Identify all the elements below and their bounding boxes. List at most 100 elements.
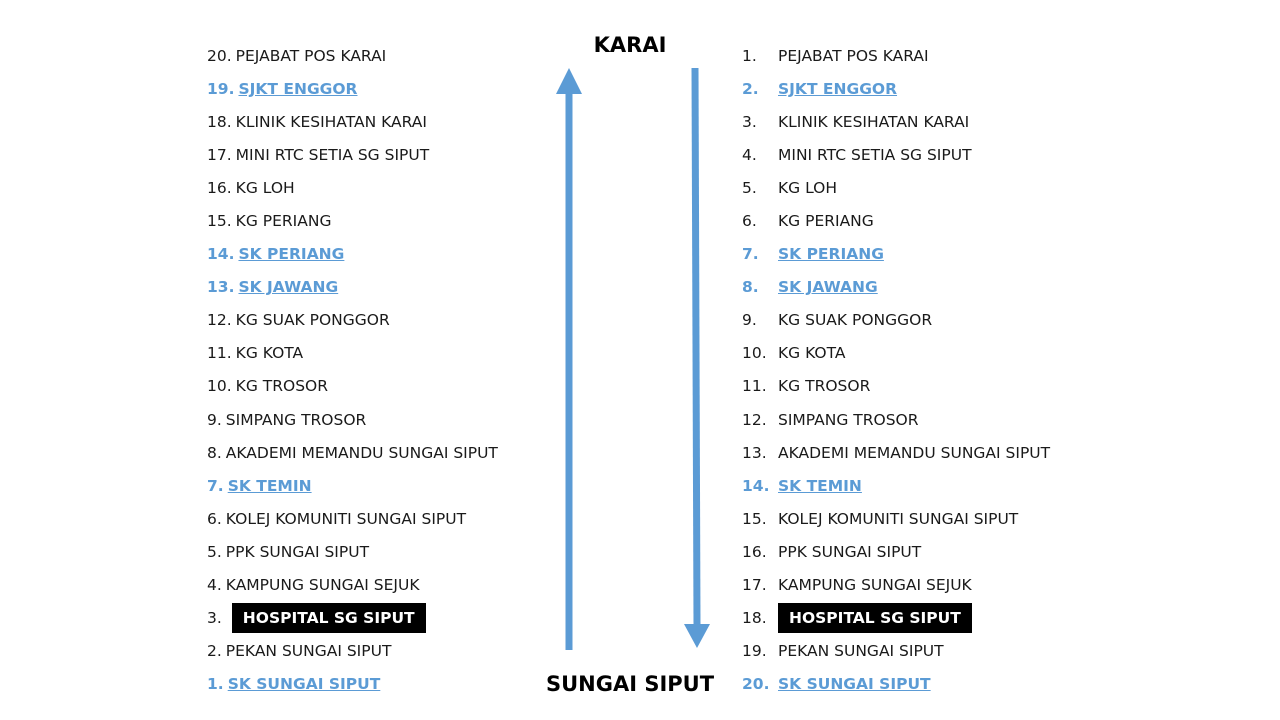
- stop-label: KG TROSOR: [778, 377, 871, 396]
- stop-number: 14.: [742, 476, 770, 495]
- school-link[interactable]: SJKT ENGGOR: [238, 79, 358, 98]
- stop-label: MINI RTC SETIA SG SIPUT: [778, 145, 972, 164]
- stop-number: 6.: [207, 509, 222, 528]
- stop-row: 16.KG LOH: [207, 171, 498, 204]
- arrow-down-shaft: [691, 67, 701, 627]
- terminal-karai: KARAI: [593, 33, 667, 57]
- stop-number: 10.: [742, 344, 767, 363]
- stop-row: 12.KG SUAK PONGGOR: [207, 304, 498, 337]
- school-row[interactable]: 14. SK TEMIN: [742, 469, 1050, 502]
- arrow-down-head: [684, 624, 710, 648]
- stop-number: 6.: [742, 212, 757, 231]
- stop-number: 20.: [207, 46, 232, 65]
- stop-label: KLINIK KESIHATAN KARAI: [235, 112, 427, 131]
- stop-number: 1.: [742, 46, 757, 65]
- stop-number: 17.: [207, 145, 232, 164]
- stop-label: KG TROSOR: [235, 377, 329, 396]
- school-link[interactable]: SK JAWANG: [778, 278, 878, 297]
- stop-label: KLINIK KESIHATAN KARAI: [778, 112, 970, 131]
- school-row[interactable]: 1.SK SUNGAI SIPUT: [207, 668, 498, 701]
- stop-row: 6. KG PERIANG: [742, 204, 1050, 237]
- school-row[interactable]: 2. SJKT ENGGOR: [742, 72, 1050, 105]
- school-link[interactable]: SK TEMIN: [227, 476, 312, 495]
- school-link[interactable]: SK SUNGAI SIPUT: [227, 675, 381, 694]
- stop-label: SIMPANG TROSOR: [225, 410, 367, 429]
- stop-label: KAMPUNG SUNGAI SEJUK: [225, 576, 420, 595]
- stop-number: 13.: [207, 278, 235, 297]
- stop-row: 10.KG TROSOR: [207, 370, 498, 403]
- stop-number: 12.: [742, 410, 767, 429]
- stop-row: 12.SIMPANG TROSOR: [742, 403, 1050, 436]
- hospital-label: HOSPITAL SG SIPUT: [231, 603, 426, 634]
- stop-row: 6.KOLEJ KOMUNITI SUNGAI SIPUT: [207, 502, 498, 535]
- school-row[interactable]: 7. SK PERIANG: [742, 238, 1050, 271]
- school-row[interactable]: 13.SK JAWANG: [207, 271, 498, 304]
- school-row[interactable]: 8. SK JAWANG: [742, 271, 1050, 304]
- school-link[interactable]: SK TEMIN: [778, 476, 862, 495]
- stop-number: 11.: [207, 344, 232, 363]
- stop-label: KG KOTA: [235, 344, 304, 363]
- stop-number: 15.: [207, 212, 232, 231]
- stop-label: KG LOH: [778, 178, 838, 197]
- hospital-row: 3. HOSPITAL SG SIPUT: [207, 602, 498, 635]
- school-link[interactable]: SK SUNGAI SIPUT: [778, 675, 931, 694]
- stop-label: KAMPUNG SUNGAI SEJUK: [778, 576, 972, 595]
- school-row[interactable]: 20. SK SUNGAI SIPUT: [742, 668, 1050, 701]
- stop-label: KG PERIANG: [235, 212, 332, 231]
- stop-number: 4.: [742, 145, 757, 164]
- stop-row: 18.KLINIK KESIHATAN KARAI: [207, 105, 498, 138]
- school-row[interactable]: 7.SK TEMIN: [207, 469, 498, 502]
- arrow-up-head: [556, 68, 582, 94]
- stop-number: 5.: [742, 178, 757, 197]
- stop-row: 4.KAMPUNG SUNGAI SEJUK: [207, 569, 498, 602]
- stop-number: 11.: [742, 377, 767, 396]
- stop-number: 19.: [207, 79, 235, 98]
- school-link[interactable]: SK PERIANG: [238, 245, 345, 264]
- school-link[interactable]: SJKT ENGGOR: [778, 79, 898, 98]
- school-link[interactable]: SK JAWANG: [238, 278, 339, 297]
- stop-number: 9.: [207, 410, 222, 429]
- stop-number: 1.: [207, 675, 224, 694]
- stop-row: 2.PEKAN SUNGAI SIPUT: [207, 635, 498, 668]
- stop-row: 5. KG LOH: [742, 171, 1050, 204]
- stop-label: KG PERIANG: [778, 212, 874, 231]
- school-link[interactable]: SK PERIANG: [778, 245, 884, 264]
- stop-number: 14.: [207, 245, 235, 264]
- stop-label: KG KOTA: [778, 344, 846, 363]
- stop-number: 4.: [207, 576, 222, 595]
- school-row[interactable]: 14.SK PERIANG: [207, 238, 498, 271]
- stop-row: 16.PPK SUNGAI SIPUT: [742, 535, 1050, 568]
- stop-label: KG SUAK PONGGOR: [235, 311, 390, 330]
- stop-number: 3.: [207, 609, 222, 628]
- stop-label: KG LOH: [235, 178, 295, 197]
- stop-label: MINI RTC SETIA SG SIPUT: [235, 145, 430, 164]
- stop-number: 7.: [207, 476, 224, 495]
- stop-number: 13.: [742, 443, 767, 462]
- hospital-label: HOSPITAL SG SIPUT: [778, 603, 972, 634]
- stop-number: 17.: [742, 576, 767, 595]
- stop-row: 11. KG TROSOR: [742, 370, 1050, 403]
- stop-row: 15. KOLEJ KOMUNITI SUNGAI SIPUT: [742, 502, 1050, 535]
- school-row[interactable]: 19.SJKT ENGGOR: [207, 72, 498, 105]
- stop-label: PEKAN SUNGAI SIPUT: [778, 642, 944, 661]
- stop-number: 2.: [742, 79, 759, 98]
- stop-label: AKADEMI MEMANDU SUNGAI SIPUT: [778, 443, 1051, 462]
- stop-label: PPK SUNGAI SIPUT: [225, 542, 370, 561]
- stop-label: KOLEJ KOMUNITI SUNGAI SIPUT: [778, 509, 1019, 528]
- stop-number: 18.: [207, 112, 232, 131]
- stop-label: PEJABAT POS KARAI: [778, 46, 929, 65]
- stop-label: PEJABAT POS KARAI: [235, 46, 387, 65]
- stop-number: 2.: [207, 642, 222, 661]
- stop-label: AKADEMI MEMANDU SUNGAI SIPUT: [225, 443, 498, 462]
- stop-number: 10.: [207, 377, 232, 396]
- stop-row: 8.AKADEMI MEMANDU SUNGAI SIPUT: [207, 436, 498, 469]
- stop-number: 15.: [742, 509, 767, 528]
- stop-number: 8.: [742, 278, 759, 297]
- stop-row: 1. PEJABAT POS KARAI: [742, 39, 1050, 72]
- stop-number: 20.: [742, 675, 770, 694]
- stop-number: 16.: [742, 542, 767, 561]
- stop-number: 7.: [742, 245, 759, 264]
- stop-number: 9.: [742, 311, 757, 330]
- stop-number: 12.: [207, 311, 232, 330]
